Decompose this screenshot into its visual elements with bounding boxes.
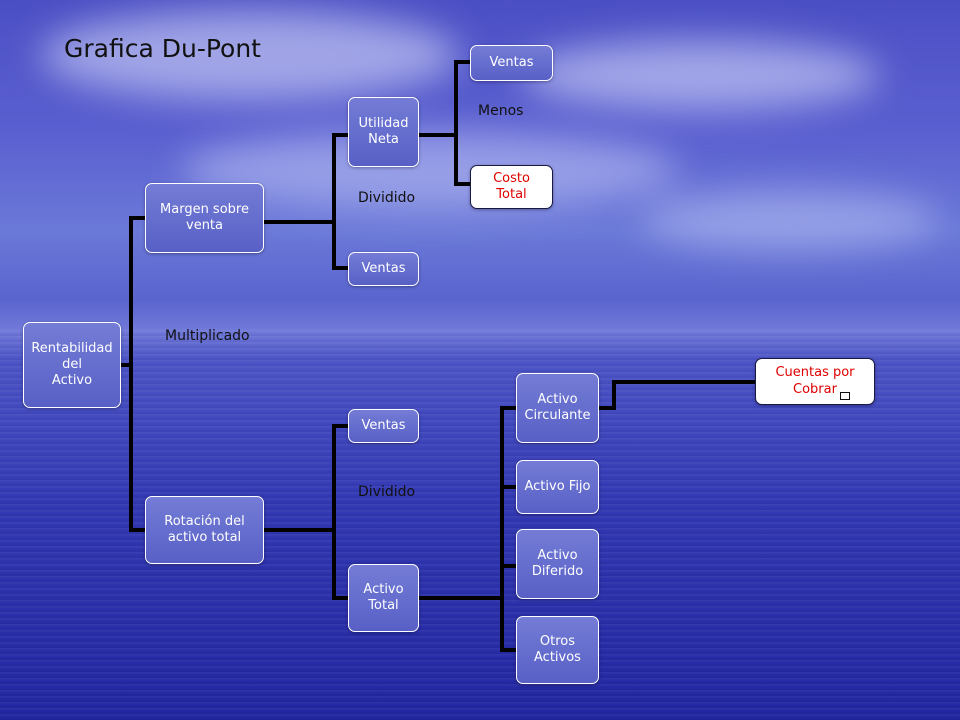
cloud — [520, 40, 880, 110]
node-ventas-low: Ventas — [348, 409, 419, 443]
node-utilidad-neta: Utilidad Neta — [348, 97, 419, 167]
node-activo-diferido: Activo Diferido — [516, 529, 599, 599]
operator-dividido-top: Dividido — [358, 190, 416, 206]
operator-dividido-bottom: Dividido — [358, 484, 416, 500]
horizon — [0, 300, 960, 360]
node-activo-circulante: Activo Circulante — [516, 373, 599, 443]
page-title: Grafica Du-Pont — [64, 34, 261, 63]
node-activo-fijo: Activo Fijo — [516, 460, 599, 514]
marker-square-icon — [840, 392, 850, 400]
node-activo-total: Activo Total — [348, 564, 419, 632]
node-rotacion-activo-total: Rotación del activo total — [145, 496, 264, 564]
cloud — [640, 190, 940, 250]
node-ventas-top: Ventas — [470, 45, 553, 81]
node-margen-sobre-venta: Margen sobre venta — [145, 183, 264, 253]
node-cuentas-por-cobrar: Cuentas por Cobrar — [755, 358, 875, 405]
node-ventas-mid: Ventas — [348, 252, 419, 286]
node-rentabilidad-del-activo: Rentabilidad del Activo — [23, 322, 121, 408]
node-costo-total: Costo Total — [470, 165, 553, 209]
operator-multiplicado: Multiplicado — [165, 328, 250, 344]
operator-menos: Menos — [478, 103, 524, 119]
cloud — [40, 10, 460, 100]
node-otros-activos: Otros Activos — [516, 616, 599, 684]
